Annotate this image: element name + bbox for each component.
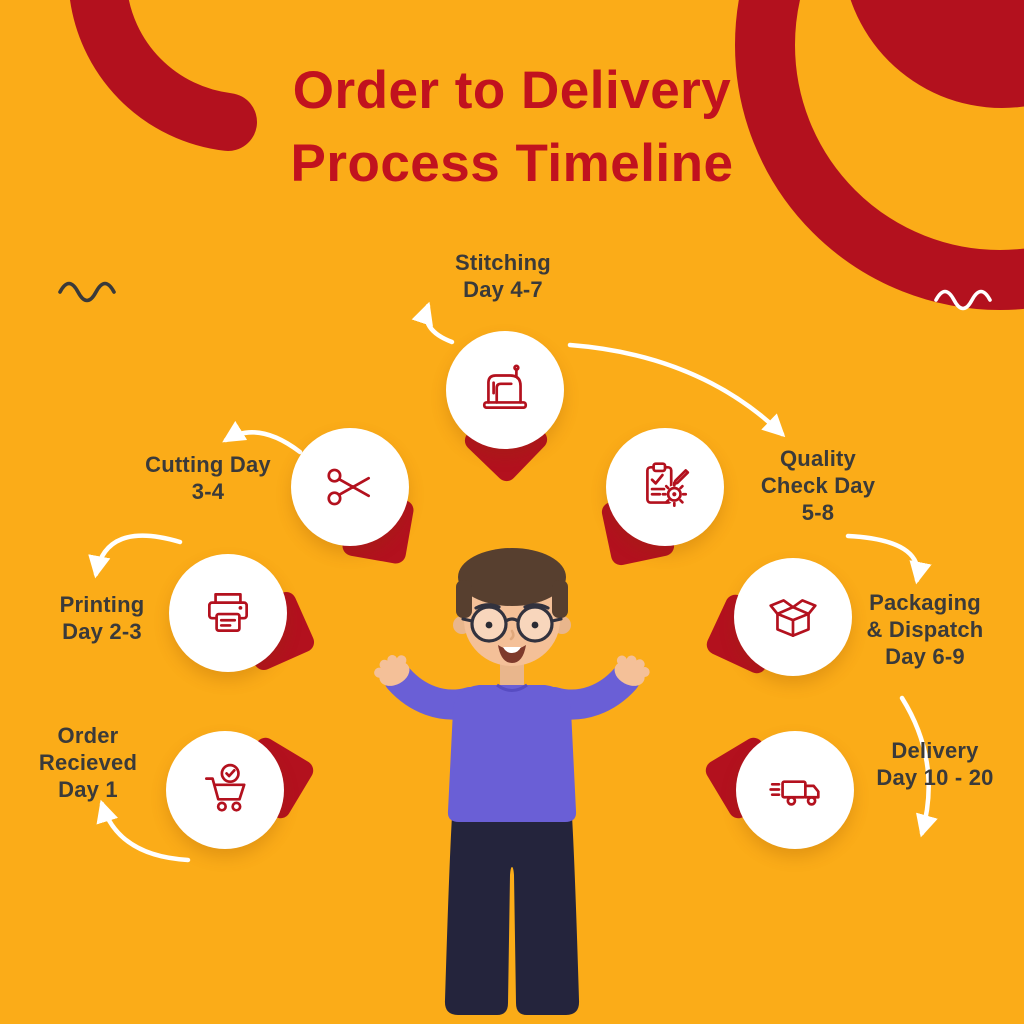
eyebrows bbox=[474, 603, 550, 610]
hair bbox=[456, 548, 568, 618]
step-circle bbox=[291, 428, 409, 546]
step-label-cutting: Cutting Day 3-4 bbox=[145, 452, 271, 504]
title-line-1: Order to Delivery bbox=[292, 61, 732, 120]
sewing-machine-icon bbox=[482, 364, 528, 409]
teeth bbox=[503, 647, 521, 653]
step-label-order-received: Order Recieved Day 1 bbox=[38, 723, 138, 802]
step-label-quality-check: Quality Check Day 5-8 bbox=[760, 446, 876, 525]
step-packaging-dispatch bbox=[703, 558, 852, 677]
flow-arrow-7 bbox=[899, 695, 938, 838]
right-eye bbox=[531, 621, 539, 629]
character-illustration bbox=[374, 548, 650, 1015]
person bbox=[374, 548, 650, 1015]
shirt bbox=[447, 685, 577, 822]
step-cutting bbox=[291, 428, 416, 566]
step-circle bbox=[169, 554, 287, 672]
corner-arc-top-left bbox=[70, 0, 257, 151]
step-circle bbox=[734, 558, 852, 676]
pants bbox=[444, 816, 580, 1015]
step-quality-check bbox=[600, 428, 724, 567]
step-label-printing: Printing Day 2-3 bbox=[59, 592, 145, 644]
step-label-packaging-dispatch: Packaging & Dispatch Day 6-9 bbox=[866, 590, 984, 669]
printer-icon bbox=[208, 593, 248, 632]
title-line-2: Process Timeline bbox=[290, 134, 734, 194]
step-label-delivery: Delivery Day 10 - 20 bbox=[876, 738, 994, 790]
flow-arrow-2 bbox=[88, 533, 183, 579]
right-hand bbox=[614, 655, 650, 686]
step-circle bbox=[166, 731, 284, 849]
squiggle-left bbox=[58, 281, 116, 303]
flow-arrow-6 bbox=[845, 533, 932, 585]
quality-check-icon bbox=[646, 462, 690, 507]
corner-circle-top-right bbox=[850, 0, 1024, 108]
step-stitching bbox=[446, 331, 564, 486]
corner-ring-top-right bbox=[735, 0, 1024, 310]
step-circle bbox=[606, 428, 724, 546]
left-eye bbox=[485, 621, 493, 629]
cart-icon bbox=[205, 763, 246, 812]
left-hand bbox=[374, 655, 410, 686]
open-box-icon bbox=[769, 599, 817, 637]
flow-arrow-4 bbox=[411, 301, 455, 345]
page-title: Order to Delivery Process Timeline bbox=[0, 54, 1024, 200]
squiggle-right bbox=[934, 289, 992, 311]
step-delivery bbox=[702, 731, 854, 849]
scissors-icon bbox=[327, 468, 370, 506]
step-order-received bbox=[166, 731, 317, 849]
flow-arrow-3 bbox=[222, 420, 303, 455]
step-printing bbox=[169, 554, 318, 674]
flow-arrow-1 bbox=[96, 799, 191, 863]
flow-arrow-5 bbox=[567, 342, 786, 438]
nose bbox=[509, 629, 515, 641]
collar bbox=[496, 683, 528, 692]
step-circle bbox=[446, 331, 564, 449]
step-circle bbox=[736, 731, 854, 849]
step-label-stitching: Stitching Day 4-7 bbox=[455, 250, 551, 302]
delivery-truck-icon bbox=[769, 780, 820, 806]
